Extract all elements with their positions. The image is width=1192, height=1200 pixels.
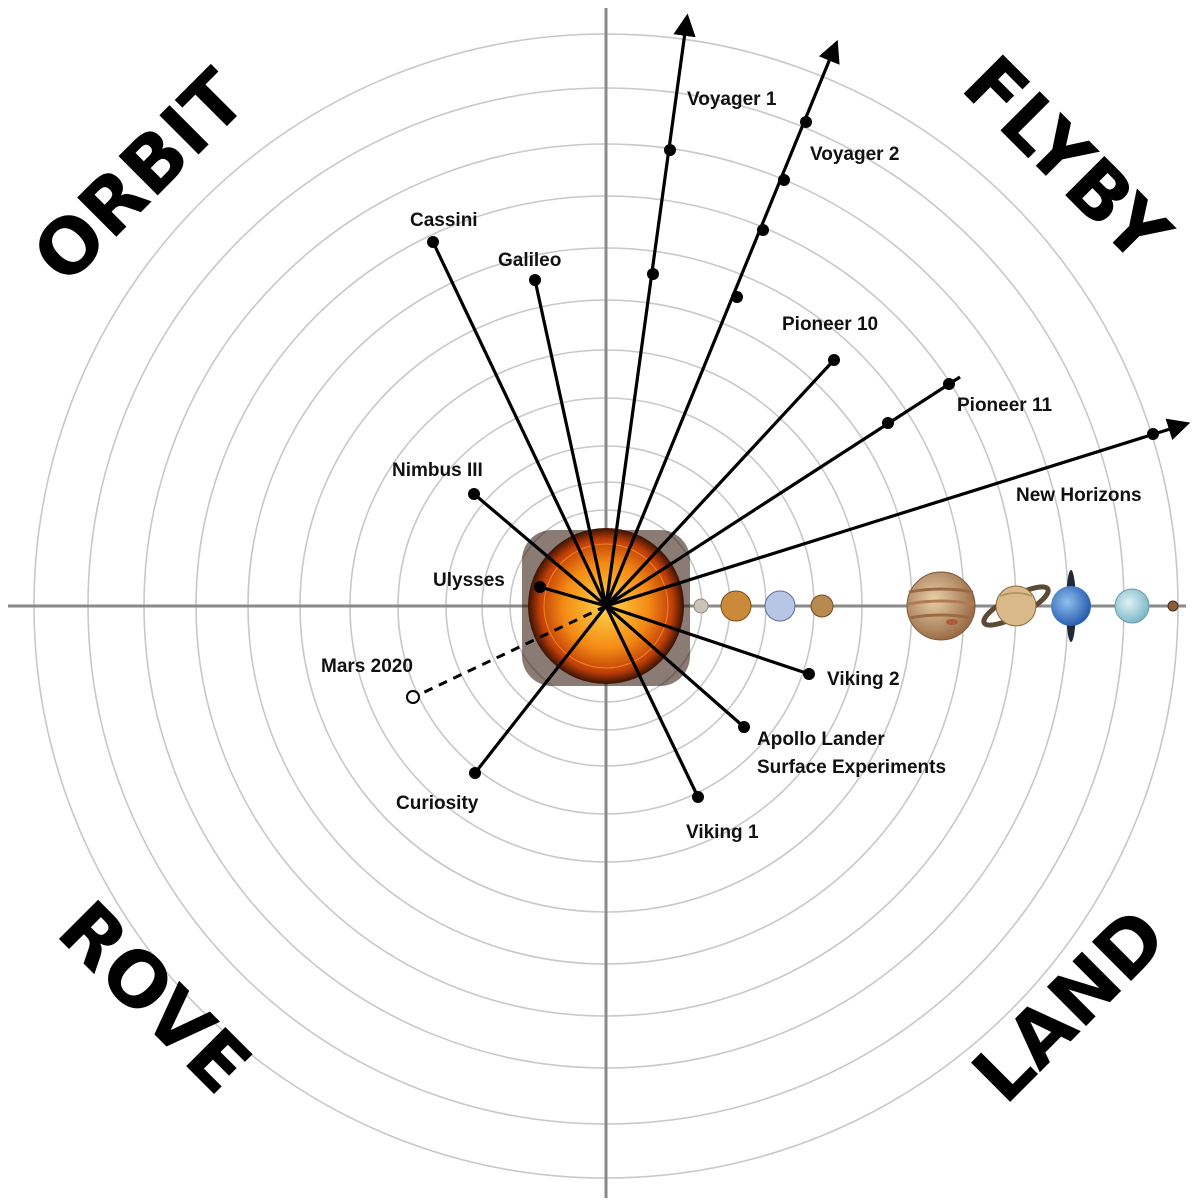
voyager2-dot: [800, 116, 812, 128]
quadrant-flyby-label: FLYBY: [946, 39, 1188, 281]
nimbus-dot: [468, 488, 480, 500]
mission-labels: Voyager 1 Voyager 2 Cassini Galileo Pion…: [321, 89, 1142, 843]
ulysses-label: Ulysses: [433, 570, 505, 591]
venus-icon: [720, 590, 752, 622]
galileo-label: Galileo: [498, 250, 561, 271]
apollo-label-line1: Apollo Lander: [757, 729, 885, 750]
new-horizons-trajectory: [605, 418, 1191, 608]
voyager2-trajectory: [604, 39, 840, 607]
voyager2-dot: [778, 174, 790, 186]
nimbus-trajectory: [472, 492, 608, 608]
jupiter-icon: [906, 571, 976, 641]
viking2-trajectory: [605, 604, 810, 676]
nimbus-label: Nimbus III: [392, 460, 483, 481]
mars-icon: [810, 594, 834, 618]
curiosity-label: Curiosity: [396, 793, 479, 814]
voyager2-dot: [757, 224, 769, 236]
pluto-icon: [1167, 600, 1179, 612]
apollo-label-line2: Surface Experiments: [757, 757, 946, 778]
neptune-icon: [1051, 570, 1091, 642]
viking2-dot: [803, 668, 815, 680]
pioneer11-dot: [882, 417, 894, 429]
apollo-dot: [738, 721, 750, 733]
viking1-trajectory: [604, 605, 700, 798]
uranus-icon: [1114, 588, 1150, 624]
pioneer10-trajectory: [604, 358, 836, 608]
galileo-trajectory: [533, 279, 608, 607]
pioneer10-label: Pioneer 10: [782, 314, 878, 335]
voyager1-dot: [647, 268, 659, 280]
ulysses-dot: [534, 581, 546, 593]
pioneer11-trajectory: [605, 375, 961, 608]
apollo-trajectory: [604, 604, 746, 729]
pioneer11-dot: [943, 378, 955, 390]
quadrant-land-label: LAND: [955, 891, 1183, 1119]
mission-rays: [413, 13, 1191, 798]
viking1-label: Viking 1: [686, 822, 759, 843]
curiosity-dot: [469, 767, 481, 779]
mission-dots: [406, 116, 1159, 803]
mars2020-label: Mars 2020: [321, 656, 413, 677]
mercury-icon: [693, 598, 709, 614]
voyager1-trajectory: [604, 13, 696, 607]
planets-row: [693, 570, 1179, 642]
viking1-dot: [692, 791, 704, 803]
curiosity-trajectory: [473, 605, 608, 774]
ulysses-trajectory: [539, 585, 607, 608]
voyager1-dot: [664, 144, 676, 156]
pioneer10-dot: [828, 354, 840, 366]
voyager2-dot: [731, 291, 743, 303]
cassini-label: Cassini: [410, 210, 478, 231]
pioneer11-label: Pioneer 11: [957, 395, 1052, 416]
earth-icon: [764, 590, 796, 622]
cassini-trajectory: [431, 241, 608, 607]
new-horizons-label: New Horizons: [1016, 485, 1142, 506]
new-horizons-dot: [1147, 428, 1159, 440]
cassini-dot: [427, 236, 439, 248]
voyager2-label: Voyager 2: [810, 144, 899, 165]
voyager1-label: Voyager 1: [687, 89, 777, 110]
saturn-icon: [981, 584, 1051, 628]
mars2020-trajectory: [413, 604, 607, 699]
mars2020-dot: [406, 690, 420, 704]
quadrant-rove-label: ROVE: [41, 884, 268, 1111]
quadrant-orbit-label: ORBIT: [15, 52, 263, 300]
viking2-label: Viking 2: [827, 669, 900, 690]
galileo-dot: [529, 274, 541, 286]
